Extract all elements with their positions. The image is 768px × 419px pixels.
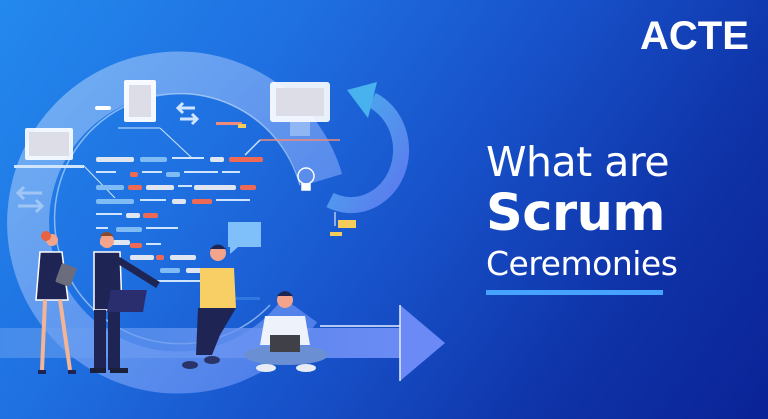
headline-line-1: What are — [486, 138, 670, 186]
document-icon — [95, 80, 193, 159]
headline-line-3: Ceremonies — [486, 244, 678, 283]
man-with-laptop-sitting — [106, 244, 236, 369]
scrum-illustration — [0, 51, 445, 394]
headline-line-2: Scrum — [486, 184, 666, 243]
page-title: What are Scrum Ceremonies — [486, 138, 678, 286]
swap-arrows-icon — [15, 101, 200, 214]
acte-logo: ACTE — [640, 14, 749, 58]
man-cross-legged-with-laptop — [244, 291, 328, 372]
lightbulb-icon — [297, 167, 315, 191]
chat-bubble-icon — [228, 222, 261, 254]
cycle-arrow-icon — [326, 82, 410, 214]
title-underline — [486, 290, 663, 295]
monitor-icon — [244, 82, 340, 156]
sticky-notes-icon — [330, 212, 356, 236]
woman-with-tablet — [35, 231, 77, 374]
laptop-wireframe-icon — [14, 128, 116, 199]
